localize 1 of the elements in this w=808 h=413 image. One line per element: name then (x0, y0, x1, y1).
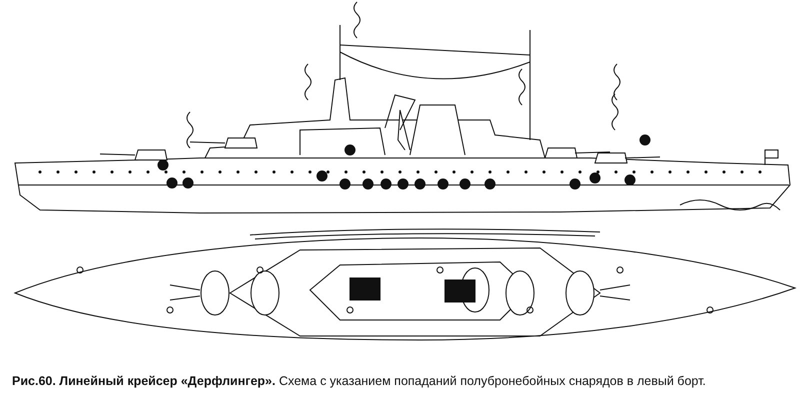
figure-caption: Рис.60. Линейный крейсер «Дерфлингер». Схема с указанием попаданий полубронебойных снарядов в левый борт. (12, 374, 707, 388)
